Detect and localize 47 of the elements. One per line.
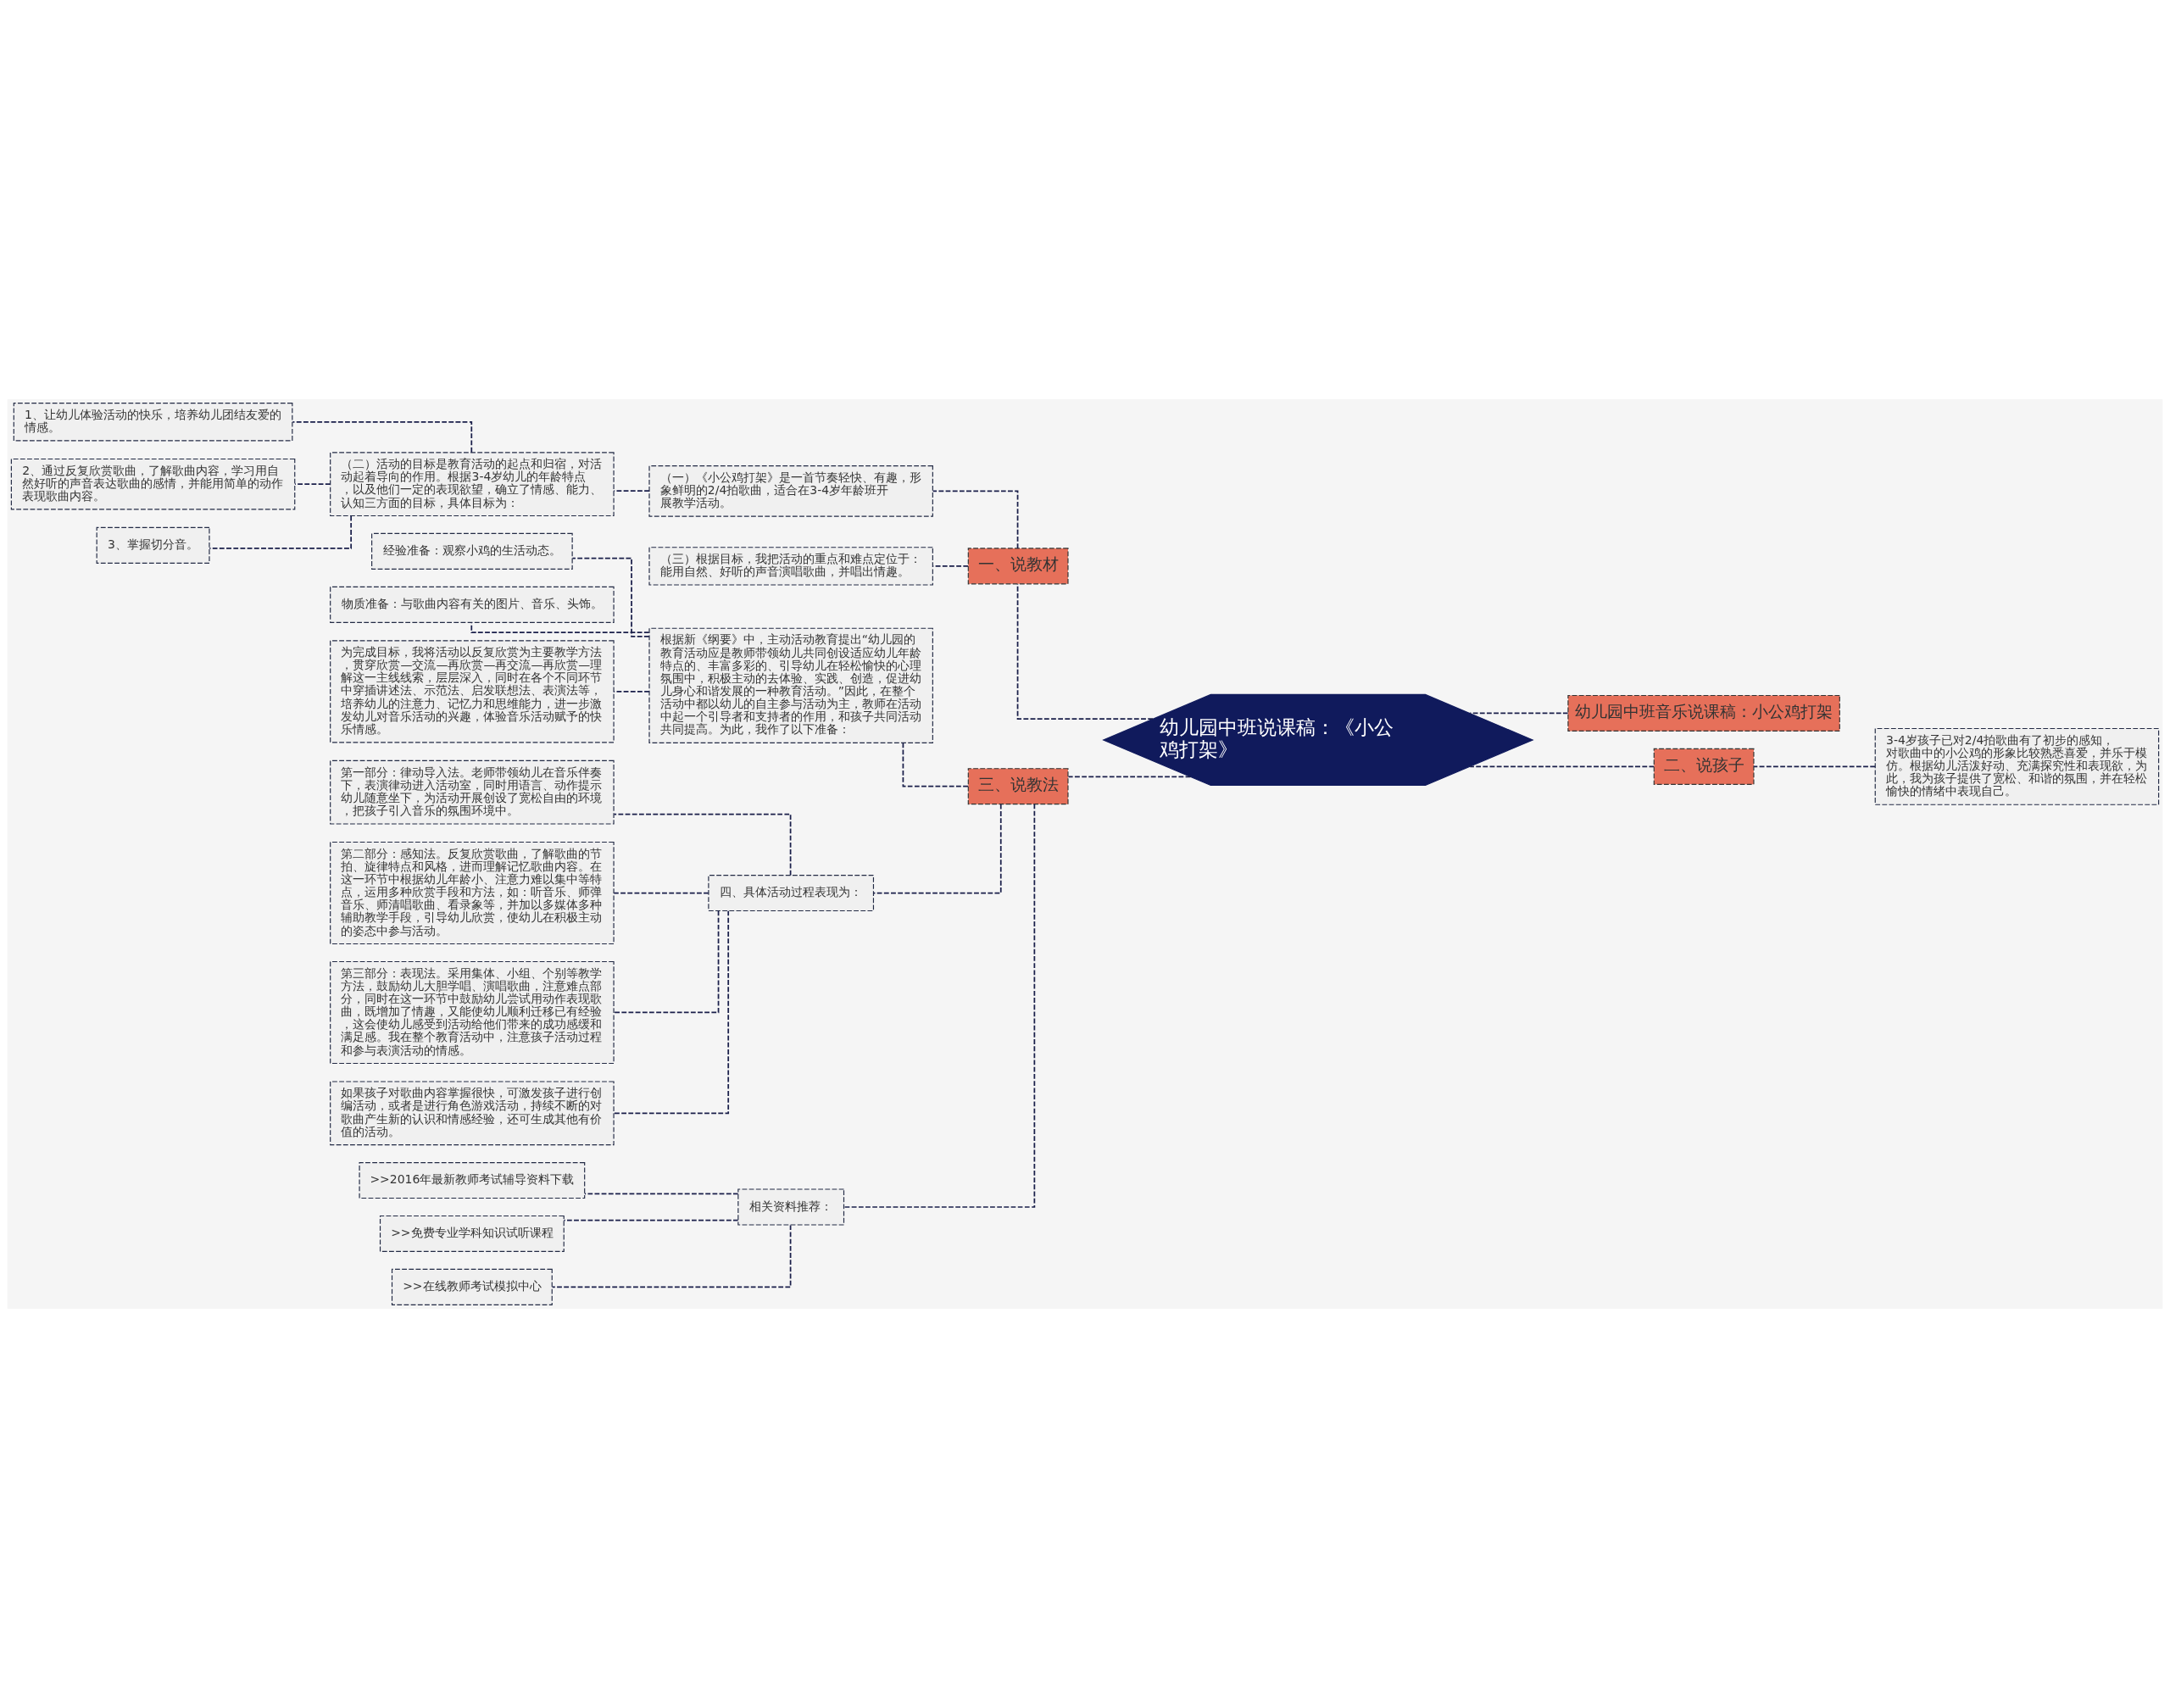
node-box: 3、掌握切分音。 [96, 526, 210, 564]
connector [932, 490, 1019, 549]
connector [613, 910, 730, 1115]
connector [613, 910, 720, 1014]
connector [613, 490, 650, 492]
node-box: 为完成目标，我将活动以反复欣赏为主要教学方法，贯穿欣赏—交流—再欣赏—再交流—再欣赏—理解这一主线线索，层层深入，同时在各个不同环节中穿插讲述法、示范法、启发联想法、表演法等，培养幼儿的注意力、记忆力和思维能力，进一步激发幼儿对音乐活动的兴趣，体验音乐活动赋予的快乐情感。 [330, 640, 615, 743]
node-box: >>2016年最新教师考试辅导资料下载 [359, 1162, 586, 1199]
node-box: 3-4岁孩子已对2/4拍歌曲有了初步的感知，对歌曲中的小公鸡的形象比较熟悉喜爱，并乐于模仿。根据幼儿活泼好动、充满探究性和表现欲，为此，我为孩子提供了宽松、和谐的氛围，并在轻松愉快的情绪中表现自己。 [1874, 727, 2160, 805]
node-box: 如果孩子对歌曲内容掌握很快，可激发孩子进行创编活动，或者是进行角色游戏活动，持续不断的对歌曲产生新的认识和情感经验，还可生成其他有价值的活动。 [330, 1081, 615, 1146]
node-box: 物质准备：与歌曲内容有关的图片、音乐、头饰。 [330, 586, 615, 623]
connector [902, 742, 969, 787]
connector [1469, 765, 1655, 768]
node-box: >>免费专业学科知识试听课程 [379, 1215, 565, 1252]
connector [209, 515, 353, 549]
connector [1753, 765, 1876, 768]
node-box: 二、说孩子 [1653, 748, 1755, 785]
connector [1469, 712, 1569, 715]
node-box: 第三部分：表现法。采用集体、小组、个别等教学方法，鼓励幼儿大胆学唱、演唱歌曲，注意难点部分，同时在这一环节中鼓励幼儿尝试用动作表现歌曲，既增加了情趣，又能使幼儿顺利迁移已有经验，这会使幼儿感受到活动给他们带来的成功感缓和满足感。我在整个教育活动中，注意孩子活动过程和参与表演活动的情感。 [330, 960, 615, 1065]
node-box: 一、说教材 [967, 548, 1069, 585]
connector [843, 803, 1036, 1208]
node-box: 第二部分：感知法。反复欣赏歌曲，了解歌曲的节拍、旋律特点和风格，进而理解记忆歌曲内容。在这一环节中根据幼儿年龄小、注意力难以集中等特点，运用多种欣赏手段和方法，如：听音乐、师弹音乐、师清唱歌曲、看录象等，并加以多媒体多种辅助教学手段，引导幼儿欣赏，使幼儿在积极主动的姿态中参与活动。 [330, 841, 615, 945]
connector [584, 1193, 739, 1195]
node-box: （三）根据目标，我把活动的重点和难点定位于：能用自然、好听的声音演唱歌曲，并唱出情趣。 [648, 547, 933, 586]
node-box: （二）活动的目标是教育活动的起点和归宿，对活动起着导向的作用。根据3-4岁幼儿的年龄特点，以及他们一定的表现欲望，确立了情感、能力、认知三方面的目标，具体目标为： [330, 452, 615, 517]
connector [551, 1224, 792, 1288]
connector [613, 690, 650, 693]
connector [932, 565, 969, 567]
node-box: 第一部分：律动导入法。老师带领幼儿在音乐伴奏下，表演律动进入活动室，同时用语言、动作提示幼儿随意坐下，为活动开展创设了宽松自由的环境，把孩子引入音乐的氛围环境中。 [330, 759, 615, 825]
connector [563, 1219, 739, 1221]
node-box: 幼儿园中班音乐说课稿：小公鸡打架 [1567, 694, 1840, 732]
node-box: 2、通过反复欣赏歌曲，了解歌曲内容，学习用自然好听的声音表达歌曲的感情，并能用简单的动作表现歌曲内容。 [10, 458, 296, 510]
connector [294, 483, 331, 486]
node-box: >>在线教师考试模拟中心 [391, 1268, 553, 1305]
node-box: 相关资料推荐： [737, 1188, 845, 1226]
node-box: 四、具体活动过程表现为： [708, 874, 875, 912]
node-box: 1、让幼儿体验活动的快乐，培养幼儿团结友爱的情感。 [13, 403, 293, 442]
connector [1067, 776, 1192, 778]
connector [571, 557, 650, 637]
connector [1016, 583, 1154, 720]
node-box: 三、说教法 [967, 768, 1069, 805]
connector [613, 892, 709, 894]
node-box: 经验准备：观察小鸡的生活动态。 [371, 532, 573, 570]
connector [613, 813, 792, 876]
node-box: 根据新《纲要》中，主动活动教育提出“幼儿园的教育活动应是教师带领幼儿共同创设适应幼儿年龄特点的、丰富多彩的、引导幼儿在轻松愉快的心理氛围中，积极主动的去体验、实践、创造，促进幼儿身心和谐发展的一种教育活动。”因此，在整个活动中都以幼儿的自主参与活动为主，教师在活动中起一个引导者和支持者的作用，和孩子共同活动共同提高。为此，我作了以下准备： [648, 627, 933, 743]
node-box: （一）《小公鸡打架》是一首节奏轻快、有趣，形象鲜明的2/4拍歌曲，适合在3-4岁年龄班开展教学活动。 [648, 465, 933, 517]
connector [292, 420, 473, 453]
connector [872, 804, 1002, 894]
